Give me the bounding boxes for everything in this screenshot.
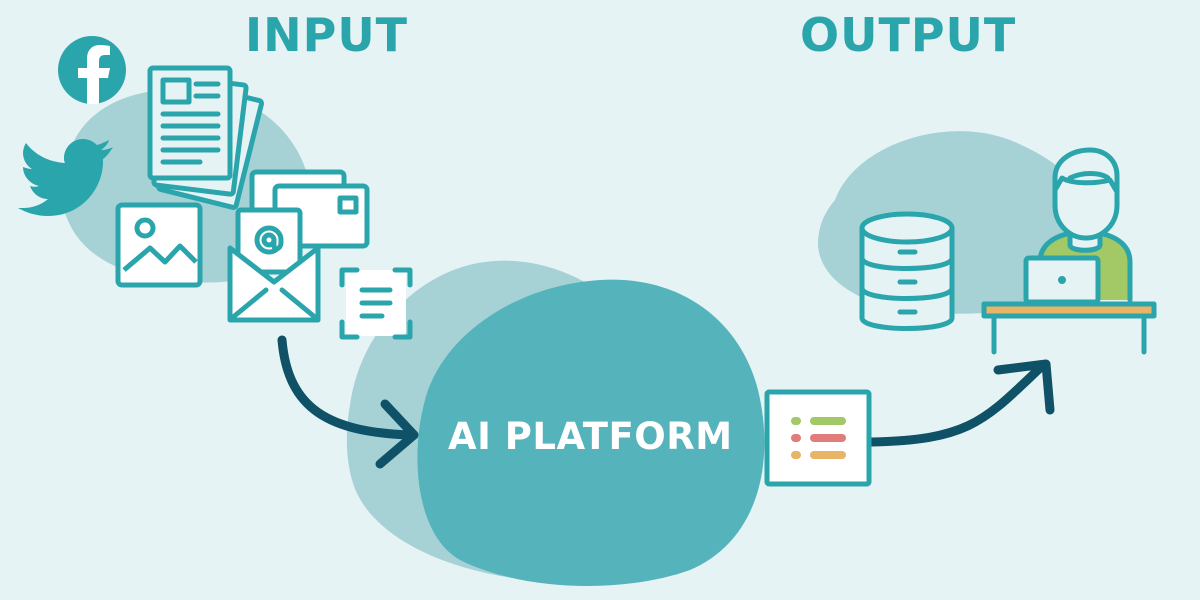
newspaper-icon: [147, 65, 264, 210]
database-icon: [859, 211, 955, 331]
scanned-document-icon: [339, 267, 413, 340]
person-at-laptop-icon: [981, 147, 1157, 355]
image-icon: [115, 202, 203, 288]
output-arrow: [867, 359, 1055, 447]
twitter-icon: [18, 139, 113, 216]
output-heading: OUTPUT: [800, 8, 1017, 62]
structured-list-icon: [764, 389, 872, 487]
ai-blob-front: [417, 279, 765, 587]
input-arrow: [277, 335, 419, 469]
input-heading: INPUT: [245, 8, 409, 62]
ai-platform-label: AI PLATFORM: [448, 415, 733, 458]
email-icon: [227, 207, 321, 323]
facebook-icon: [58, 36, 126, 104]
